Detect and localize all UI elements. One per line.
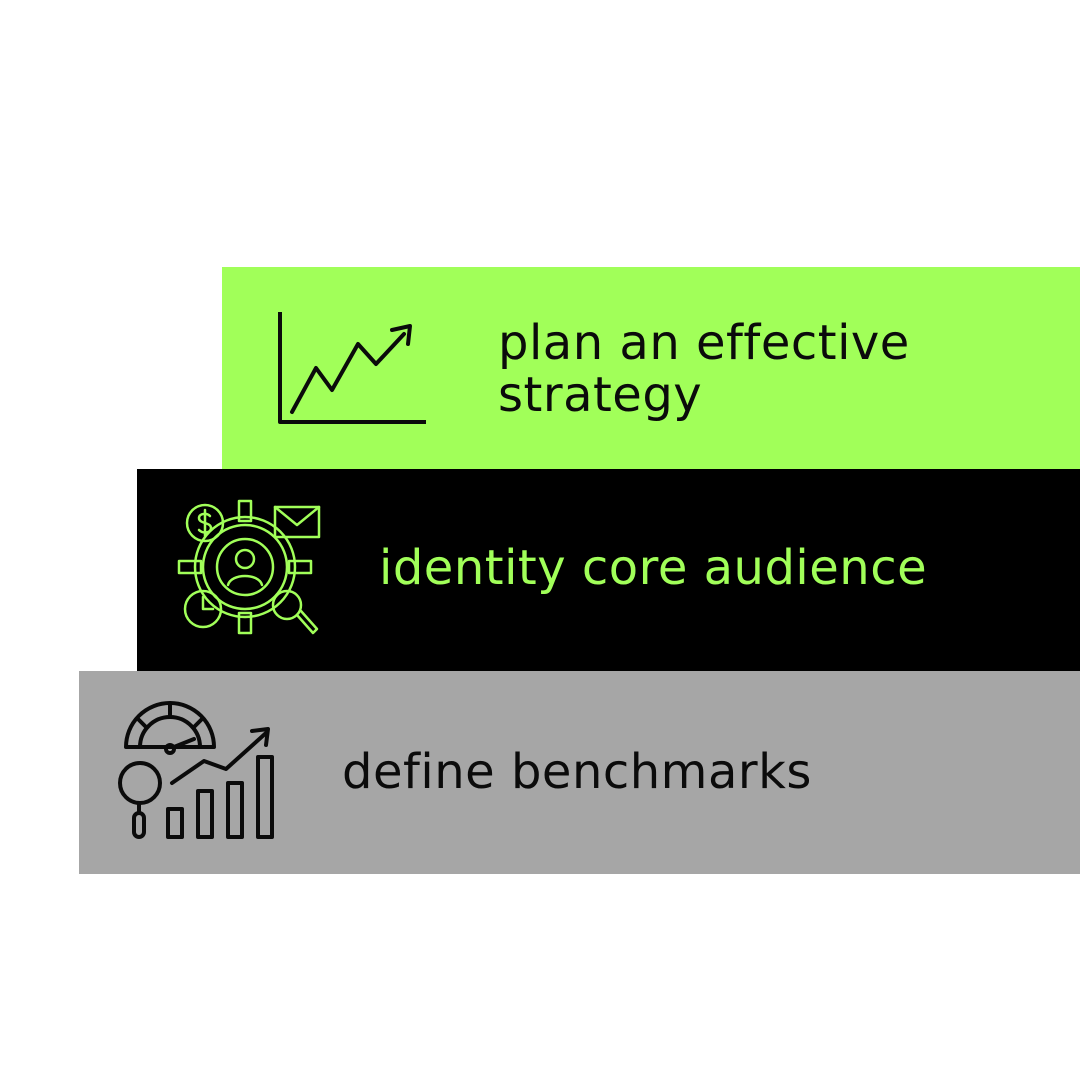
line-chart-growth-icon — [276, 310, 428, 426]
benchmark-analytics-icon — [116, 701, 282, 843]
step-label: define benchmarks — [342, 744, 812, 800]
step-identify-audience: identity core audience — [137, 469, 1080, 671]
step-label: plan an effective strategy — [498, 315, 910, 423]
step-define-benchmarks: define benchmarks — [79, 671, 1080, 874]
step-label: identity core audience — [379, 540, 928, 596]
step-plan-strategy: plan an effective strategy — [222, 267, 1080, 469]
audience-target-icon — [175, 497, 331, 649]
